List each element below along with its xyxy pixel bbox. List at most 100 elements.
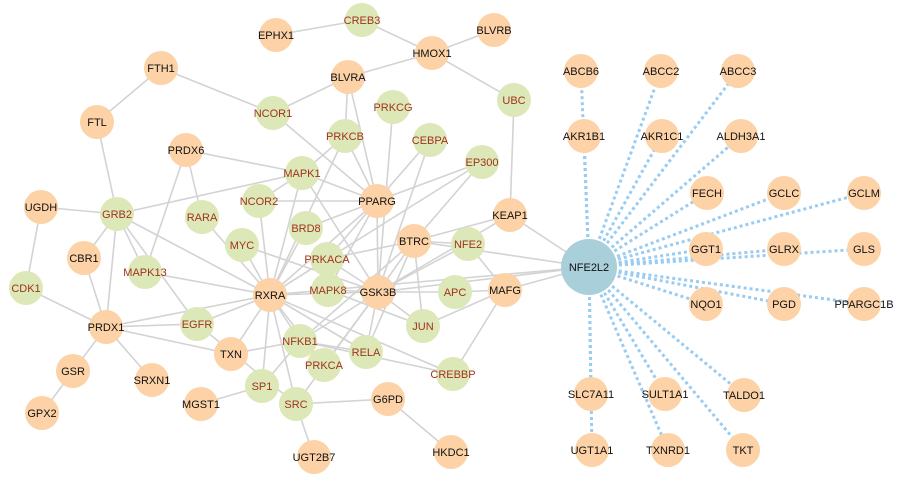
node-circle	[767, 287, 801, 321]
node-glrx[interactable]: GLRX	[767, 232, 801, 266]
node-rxra[interactable]: RXRA	[253, 278, 287, 312]
node-cdk1[interactable]: CDK1	[9, 271, 43, 305]
node-label: NCOR2	[240, 196, 279, 208]
node-prkca[interactable]: PRKCA	[305, 348, 344, 382]
node-jun[interactable]: JUN	[406, 309, 440, 343]
node-prdx6[interactable]: PRDX6	[168, 133, 205, 167]
node-label: SLC7A11	[568, 389, 614, 401]
node-label: NFE2L2	[569, 262, 609, 274]
node-label: UGT2B7	[293, 452, 336, 464]
edge-prdx6-mapk13	[144, 149, 187, 273]
node-ppargc1b[interactable]: PPARGC1B	[834, 287, 894, 321]
node-myc[interactable]: MYC	[225, 228, 259, 262]
node-keap1[interactable]: KEAP1	[492, 198, 528, 232]
node-tkt[interactable]: TKT	[726, 433, 760, 467]
node-mapk1[interactable]: MAPK1	[283, 156, 321, 190]
node-nfe2[interactable]: NFE2	[451, 227, 485, 261]
node-nfe2l2[interactable]: NFE2L2	[561, 239, 617, 295]
node-ugt2b7[interactable]: UGT2B7	[293, 440, 336, 474]
node-label: TXNRD1	[646, 445, 690, 457]
node-ephx1[interactable]: EPHX1	[258, 18, 294, 52]
node-abcb6[interactable]: ABCB6	[563, 54, 599, 88]
node-circle	[311, 273, 345, 307]
node-mafg[interactable]: MAFG	[488, 273, 522, 307]
node-ugt1a1[interactable]: UGT1A1	[571, 433, 614, 467]
node-ncor1[interactable]: NCOR1	[254, 96, 293, 130]
edge-ep300-btrc	[413, 161, 483, 242]
node-txn[interactable]: TXN	[214, 337, 248, 371]
node-label: TKT	[733, 445, 754, 457]
node-mgst1[interactable]: MGST1	[182, 387, 220, 421]
node-label: NCOR1	[254, 108, 293, 120]
hub-edge-gclc	[588, 191, 785, 269]
node-slc7a11[interactable]: SLC7A11	[568, 377, 614, 411]
node-circle	[67, 241, 101, 275]
node-gclm[interactable]: GCLM	[847, 176, 881, 210]
node-pgd[interactable]: PGD	[767, 287, 801, 321]
node-blvra[interactable]: BLVRA	[330, 60, 366, 94]
node-ncor2[interactable]: NCOR2	[240, 184, 279, 218]
node-prkcb[interactable]: PRKCB	[326, 119, 364, 153]
node-circle	[767, 176, 801, 210]
node-crebbp[interactable]: CREBBP	[430, 357, 476, 391]
node-mapk13[interactable]: MAPK13	[123, 255, 167, 289]
node-mapk8[interactable]: MAPK8	[309, 273, 347, 307]
node-circle	[721, 54, 755, 88]
hub-edge-ppargc1b	[588, 265, 865, 306]
node-gsr[interactable]: GSR	[56, 354, 90, 388]
node-blvrb[interactable]: BLVRB	[476, 13, 512, 47]
node-circle	[349, 335, 383, 369]
node-cebpa[interactable]: CEBPA	[412, 123, 449, 157]
node-txnrd1[interactable]: TXNRD1	[646, 433, 690, 467]
node-srxn1[interactable]: SRXN1	[134, 363, 171, 397]
node-circle	[128, 255, 162, 289]
node-circle	[376, 90, 410, 124]
node-nqo1[interactable]: NQO1	[689, 287, 723, 321]
node-taldo1[interactable]: TALDO1	[723, 378, 765, 412]
node-circle	[89, 310, 123, 344]
node-ugdh[interactable]: UGDH	[24, 190, 58, 224]
node-fech[interactable]: FECH	[690, 176, 724, 210]
node-egfr[interactable]: EGFR	[180, 307, 214, 341]
node-ep300[interactable]: EP300	[465, 145, 499, 179]
node-creb3[interactable]: CREB3	[344, 3, 381, 37]
node-abcc3[interactable]: ABCC3	[720, 54, 757, 88]
node-circle	[225, 228, 259, 262]
node-rara[interactable]: RARA	[185, 200, 219, 234]
node-apc[interactable]: APC	[438, 275, 472, 309]
node-g6pd[interactable]: G6PD	[371, 382, 405, 416]
node-grb2[interactable]: GRB2	[100, 197, 134, 231]
node-cbr1[interactable]: CBR1	[67, 241, 101, 275]
node-akr1b1[interactable]: AKR1B1	[563, 119, 605, 153]
node-nfkb1[interactable]: NFKB1	[282, 324, 318, 358]
node-pparg[interactable]: PPARG	[358, 184, 396, 218]
node-brd8[interactable]: BRD8	[289, 211, 323, 245]
node-gpx2[interactable]: GPX2	[25, 396, 59, 430]
node-src[interactable]: SRC	[279, 387, 313, 421]
node-ubc[interactable]: UBC	[497, 83, 531, 117]
node-sp1[interactable]: SP1	[245, 369, 279, 403]
node-circle	[727, 378, 761, 412]
hub-edge-gls	[588, 247, 865, 269]
node-circle	[644, 54, 678, 88]
node-ftl[interactable]: FTL	[80, 105, 114, 139]
node-rela[interactable]: RELA	[349, 335, 383, 369]
node-btrc[interactable]: BTRC	[397, 224, 431, 258]
node-abcc2[interactable]: ABCC2	[643, 54, 680, 88]
node-gls[interactable]: GLS	[847, 232, 881, 266]
node-gsk3b[interactable]: GSK3B	[360, 275, 397, 309]
node-hkdc1[interactable]: HKDC1	[432, 435, 470, 469]
node-label: BLVRB	[476, 25, 511, 37]
node-circle	[331, 60, 365, 94]
node-akr1c1[interactable]: AKR1C1	[641, 119, 684, 153]
node-gclc[interactable]: GCLC	[767, 176, 801, 210]
node-prkaca[interactable]: PRKACA	[304, 242, 350, 276]
node-fth1[interactable]: FTH1	[144, 51, 178, 85]
node-hmox1[interactable]: HMOX1	[412, 36, 452, 70]
node-sult1a1[interactable]: SULT1A1	[642, 377, 689, 411]
node-ggt1[interactable]: GGT1	[689, 232, 723, 266]
node-prdx1[interactable]: PRDX1	[88, 310, 125, 344]
node-aldh3a1[interactable]: ALDH3A1	[717, 119, 766, 153]
node-circle	[245, 369, 279, 403]
node-prkcg[interactable]: PRKCG	[373, 90, 413, 124]
